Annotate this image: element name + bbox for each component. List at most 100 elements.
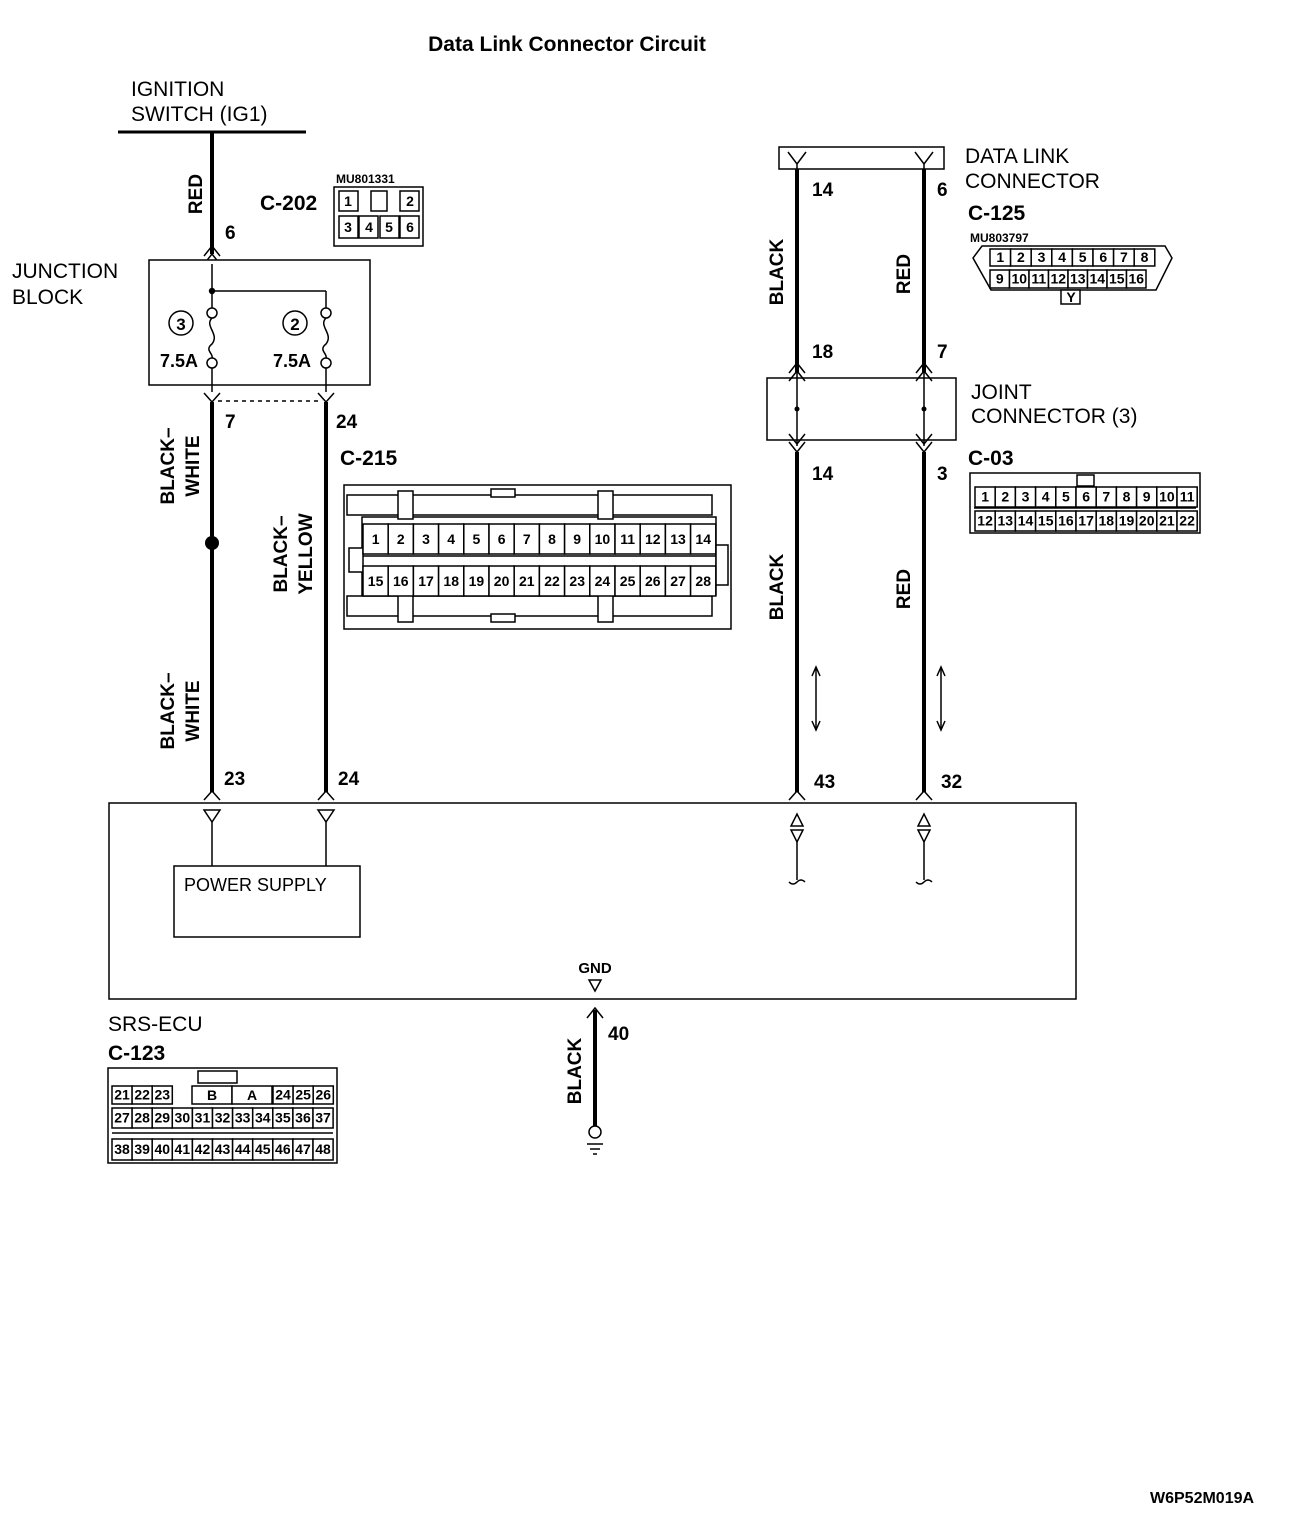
c215-pin: 25 [620, 573, 636, 589]
fuse-2-number: 2 [290, 315, 299, 334]
c03-pin: 20 [1139, 513, 1155, 529]
c215-pin: 7 [523, 531, 531, 547]
c125-pin: 16 [1128, 271, 1144, 287]
c03-cell [1176, 510, 1198, 532]
c123-pin: 22 [134, 1087, 150, 1103]
c123-pin: 29 [154, 1110, 170, 1126]
c123-cell [312, 1138, 334, 1161]
c215-pin: 23 [569, 573, 585, 589]
c215-cell [639, 523, 667, 555]
c123-pin: 32 [215, 1110, 231, 1126]
c215-cell [488, 565, 515, 597]
c125-pin: 4 [1058, 249, 1066, 265]
c125-cell [1125, 269, 1147, 289]
wire-color-black-ground: BLACK [565, 1037, 586, 1104]
pin-jb-out-left: 7 [225, 412, 236, 433]
c123-cell [312, 1085, 335, 1105]
c125-pin: 15 [1109, 271, 1125, 287]
junction-block-box [148, 259, 371, 386]
c125-pin: 6 [1099, 249, 1107, 265]
c215-pin: 10 [595, 531, 611, 547]
c03-pin: 11 [1180, 489, 1195, 505]
pin-ig-to-jb: 6 [225, 223, 236, 244]
c215-pin: 19 [469, 573, 485, 589]
c03-pin: 8 [1123, 489, 1131, 505]
c202-pin: 3 [344, 219, 352, 235]
c215-cell [387, 523, 415, 555]
c215-cell [664, 523, 692, 555]
c215-connector-face [343, 484, 732, 630]
fuse-3-number: 3 [176, 315, 185, 334]
c123-pin: 35 [275, 1110, 291, 1126]
c125-pin: 11 [1031, 271, 1046, 287]
pin-gnd: 40 [608, 1024, 629, 1045]
c03-label-line1: JOINT [971, 381, 1032, 404]
c125-pin: 3 [1038, 249, 1046, 265]
c123-pin: 48 [315, 1141, 331, 1157]
c125-pin: 10 [1011, 271, 1027, 287]
c123-pin: 41 [175, 1141, 191, 1157]
joint-connector-internal [788, 361, 933, 454]
c215-pin: 18 [443, 573, 459, 589]
c123-pin: 21 [114, 1087, 130, 1103]
c215-pin: 3 [422, 531, 430, 547]
gnd-connector-mark [586, 1006, 604, 1019]
c215-cell [412, 523, 440, 555]
c123-pin: 27 [114, 1110, 130, 1126]
c03-pin: 13 [998, 513, 1014, 529]
c215-cell [689, 523, 717, 555]
c125-pin: 8 [1141, 249, 1149, 265]
c215-id: C-215 [340, 447, 398, 470]
c123-pin: 38 [114, 1141, 130, 1157]
c215-cell [437, 565, 465, 597]
c123-pin: 23 [154, 1087, 170, 1103]
c215-pin: 22 [544, 573, 560, 589]
c125-label-line2: CONNECTOR [965, 170, 1100, 193]
c123-pin: B [207, 1087, 217, 1103]
pin-ecu-black: 43 [814, 772, 835, 793]
c125-pin: 14 [1089, 271, 1105, 287]
c215-pin: 14 [695, 531, 711, 547]
fuse-2-number-circle [282, 310, 308, 336]
c03-cell [1176, 486, 1198, 508]
c03-pin: 9 [1143, 489, 1151, 505]
c215-pin: 13 [670, 531, 686, 547]
c123-pin: 24 [275, 1087, 291, 1103]
wire-color-bw1-top: BLACK– [158, 427, 179, 504]
c03-pin: 14 [1018, 513, 1034, 529]
c125-id: C-125 [968, 202, 1026, 225]
c215-cell [513, 565, 541, 597]
c215-pin: 12 [645, 531, 661, 547]
junction-block-label-line2: BLOCK [12, 286, 83, 309]
c215-pin: 17 [418, 573, 434, 589]
c215-pin: 27 [670, 573, 686, 589]
c125-label-line1: DATA LINK [965, 145, 1069, 168]
c123-pin: 40 [154, 1141, 170, 1157]
bidirectional-arrow-icon [936, 665, 946, 732]
c03-pin: 6 [1082, 489, 1090, 505]
c123-pin: 47 [295, 1141, 311, 1157]
c215-pin: 1 [372, 531, 380, 547]
pin-ecu-left: 23 [224, 769, 245, 790]
c125-pin: 2 [1017, 249, 1025, 265]
c202-pin: 1 [344, 193, 352, 209]
wire-color-bw2-bottom: WHITE [183, 680, 204, 741]
c03-pin: 3 [1022, 489, 1030, 505]
c125-part-number: MU803797 [970, 231, 1029, 245]
c123-cell [231, 1085, 273, 1105]
c03-pin: 12 [977, 513, 993, 529]
ignition-label-line2: SWITCH (IG1) [131, 103, 268, 126]
wire-color-red-left: RED [186, 174, 207, 214]
c123-cell [151, 1085, 174, 1105]
fuse-3-number-circle [168, 310, 194, 336]
c215-pin: 2 [397, 531, 405, 547]
c123-pin: 33 [235, 1110, 251, 1126]
c123-pin: 36 [295, 1110, 311, 1126]
c215-cell [412, 565, 440, 597]
pin-ecu-red: 32 [941, 772, 962, 793]
c123-pin: 43 [215, 1141, 231, 1157]
wire-color-black-upper: BLACK [767, 238, 788, 305]
pin-dlc-black: 14 [812, 180, 834, 201]
